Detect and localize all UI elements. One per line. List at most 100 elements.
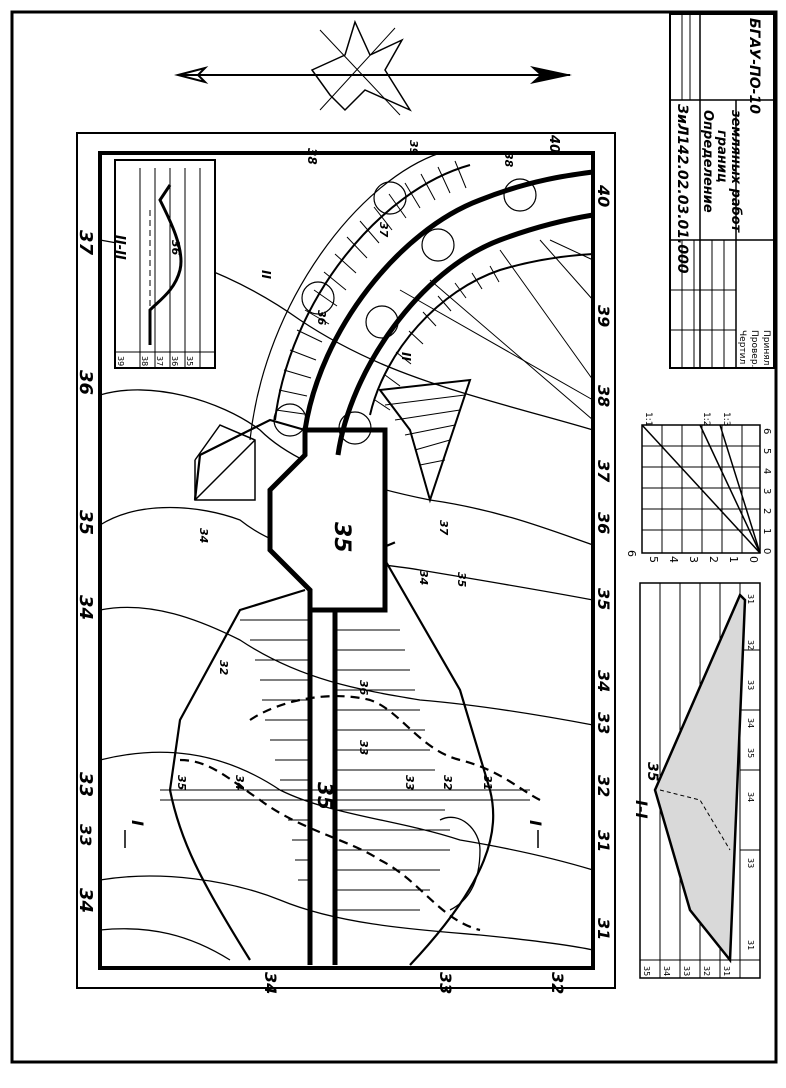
- contour-label-8: 34: [417, 570, 430, 585]
- right-mark-10: 31: [594, 830, 613, 852]
- section-scale-3: 33: [682, 966, 691, 976]
- drawing-title-2: границ: [714, 130, 729, 183]
- left-mark-5: 33: [75, 772, 96, 797]
- right-mark-3: 38: [594, 385, 613, 407]
- slope-y-tick-7: 0: [747, 556, 760, 563]
- slope-x-tick-7: 6: [761, 428, 772, 434]
- title-block: ЗиЛ142.02.03.01.000 Определение границ з…: [669, 13, 775, 369]
- top-mark-2: 39: [407, 140, 420, 156]
- left-mark-1: 37: [75, 230, 96, 256]
- road-elevation: 35: [313, 782, 337, 810]
- left-mark-3: 35: [75, 510, 96, 535]
- top-mark-3: 40: [546, 134, 561, 153]
- section-bottom-3: 33: [746, 680, 755, 690]
- inset-level-1: 39: [116, 356, 125, 366]
- inset-section-ii: II-II 36 39 38 37 36 35: [112, 159, 216, 369]
- slope-x-tick-4: 3: [761, 488, 772, 494]
- inset-level-2: 38: [140, 356, 149, 366]
- north-arrow: [174, 19, 572, 116]
- slope-y-tick-6: 1: [727, 556, 740, 563]
- section-marker-2-top: II: [259, 270, 273, 279]
- section-bottom-2: 32: [746, 640, 755, 650]
- right-mark-8: 33: [594, 712, 613, 734]
- contour-label-3: 33: [403, 775, 416, 791]
- right-mark-4: 37: [594, 460, 613, 483]
- drawing-title-3: земляных работ: [728, 109, 743, 234]
- slope-x-tick-3: 2: [761, 508, 772, 514]
- contour-label-11: 38: [502, 152, 515, 168]
- curve-slope-ticks: [275, 160, 500, 415]
- left-mark-4: 34: [75, 595, 96, 620]
- inset-note: 36: [169, 240, 182, 256]
- section-marker-right: I: [526, 820, 545, 826]
- contour-label-13: 37: [437, 520, 450, 536]
- section-scale-4: 32: [702, 966, 711, 976]
- slope-x-tick-2: 1: [761, 528, 772, 534]
- right-mark-9: 32: [594, 775, 613, 797]
- left-mark-7: 34: [75, 888, 96, 913]
- right-mark-2: 39: [594, 305, 613, 327]
- section-bottom-5: 35: [746, 748, 755, 758]
- contour-label-5: 31: [481, 775, 494, 790]
- top-mark-1: 38: [305, 148, 319, 165]
- right-mark-11: 31: [594, 918, 613, 940]
- slope-x-tick-6: 5: [761, 448, 772, 454]
- inset-level-4: 36: [170, 356, 179, 366]
- contour-label-14: 33: [357, 740, 370, 756]
- section-bottom-4: 34: [746, 718, 755, 728]
- curved-road: [249, 152, 594, 456]
- contour-label-9: 36: [315, 310, 328, 326]
- sector-lines: [399, 239, 594, 421]
- slope-line-label-2: 1:2: [701, 412, 711, 426]
- section-view-i: I-I 35 35 34 33 32 31 31 32 33 34 35 34 …: [632, 582, 761, 979]
- slope-x-tick-5: 4: [761, 468, 772, 474]
- road-strip: [307, 590, 338, 965]
- right-mark-6: 35: [594, 588, 613, 610]
- section-marker-left: I: [128, 820, 147, 826]
- contour-label-10: 37: [377, 222, 390, 238]
- section-marker-2-right: II: [399, 352, 413, 361]
- bottom-mark-3: 32: [548, 972, 567, 994]
- inset-level-5: 35: [185, 356, 194, 366]
- slope-y-tick-4: 3: [687, 556, 700, 563]
- section-title: I-I: [632, 800, 651, 819]
- slope-x-tick-1: 0: [761, 548, 772, 554]
- slope-line-label-1: 1:1: [643, 412, 653, 426]
- section-scale-1: 35: [642, 966, 651, 976]
- slope-triangle-right: [378, 378, 472, 504]
- curve-circles: [273, 178, 537, 445]
- slope-line-label-3: 1:3: [721, 412, 731, 426]
- contour-label-2: 34: [233, 775, 246, 790]
- plan-inner-frame: [98, 151, 595, 970]
- right-mark-1: 40: [594, 184, 613, 207]
- section-crest: 35: [644, 762, 660, 782]
- drawing-title-1: Определение: [700, 110, 715, 213]
- section-bottom-1: 31: [746, 594, 755, 604]
- bottom-mark-1: 34: [261, 972, 280, 994]
- contour-label-15: 32: [217, 660, 230, 676]
- bottom-mark-2: 33: [436, 972, 455, 994]
- section-scale-5: 31: [722, 966, 731, 976]
- row-label-approved: Принял: [761, 330, 771, 365]
- row-label-drawn: Чертил: [737, 330, 747, 364]
- platform-side-box: [194, 424, 256, 501]
- contour-label-1: 35: [175, 775, 188, 791]
- slope-boundaries: [168, 418, 495, 966]
- contour-label-6: 34: [197, 528, 210, 543]
- row-label-checked: Провер.: [749, 330, 759, 367]
- triangle-hatch: [384, 394, 466, 466]
- plan-outer-frame: [76, 132, 616, 989]
- platform-elevation: 35: [329, 522, 354, 553]
- contour-label-7: 35: [455, 572, 468, 588]
- right-mark-7: 34: [594, 670, 613, 692]
- slope-y-tick-5: 2: [707, 556, 720, 563]
- slope-y-tick-2: 5: [647, 556, 660, 563]
- right-mark-5: 36: [594, 512, 613, 534]
- slope-y-tick-3: 4: [667, 556, 680, 563]
- section-scale-2: 34: [662, 966, 671, 976]
- inset-level-3: 37: [155, 356, 164, 366]
- slope-ratio-chart: 6 5 4 3 2 1 0 0 1 2 3 4 5 6 1:1 1:2 1:3: [625, 412, 772, 563]
- wind-rose-icon: [310, 19, 412, 112]
- drawing-code: ЗиЛ142.02.03.01.000: [674, 104, 690, 274]
